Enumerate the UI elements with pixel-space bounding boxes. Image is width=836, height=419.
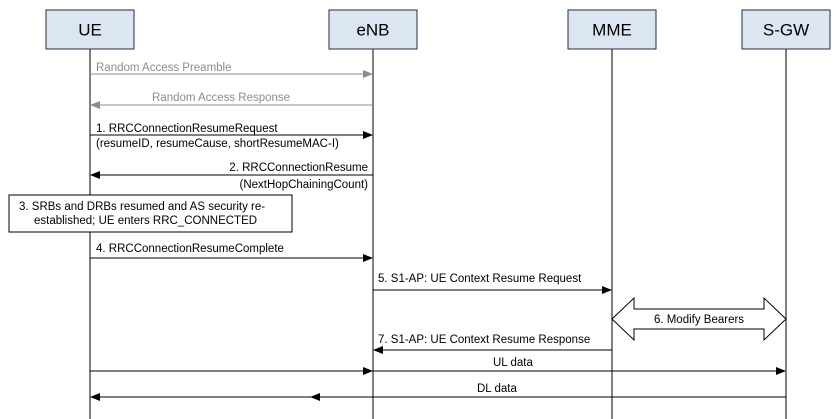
entity-mme: MME [567, 9, 657, 50]
label-random-access-preamble: Random Access Preamble [96, 62, 232, 74]
entity-enb: eNB [328, 9, 418, 50]
label-rrc-resume-request: 1. RRCConnectionResumeRequest [96, 123, 278, 135]
label-ue-context-resume-response: 7. S1-AP: UE Context Resume Response [378, 334, 590, 346]
entity-ue: UE [45, 9, 135, 50]
label-rrc-resume-complete: 4. RRCConnectionResumeComplete [96, 243, 284, 255]
label-ul-data: UL data [493, 357, 533, 369]
entity-enb-label: eNB [356, 21, 389, 40]
note-line-1: 3. SRBs and DRBs resumed and AS security… [19, 201, 265, 213]
entity-sgw: S-GW [741, 9, 831, 50]
entity-ue-label: UE [78, 21, 102, 40]
label-dl-data: DL data [477, 383, 517, 395]
note-srb-drb-resumed: 3. SRBs and DRBs resumed and AS security… [8, 194, 293, 233]
label-rrc-resume: 2. RRCConnectionResume [229, 162, 368, 174]
label-modify-bearers: 6. Modify Bearers [654, 314, 744, 326]
note-line-2: established; UE enters RRC_CONNECTED [34, 215, 257, 227]
label-random-access-response: Random Access Response [152, 92, 290, 104]
arrow-modify-bearers: 6. Modify Bearers [611, 296, 787, 342]
label-rrc-resume-params: (NextHopChainingCount) [240, 179, 369, 191]
entity-sgw-label: S-GW [763, 21, 809, 40]
entity-mme-label: MME [592, 21, 632, 40]
label-rrc-resume-request-params: (resumeID, resumeCause, shortResumeMAC-I… [96, 138, 339, 150]
label-ue-context-resume-request: 5. S1-AP: UE Context Resume Request [378, 273, 582, 285]
